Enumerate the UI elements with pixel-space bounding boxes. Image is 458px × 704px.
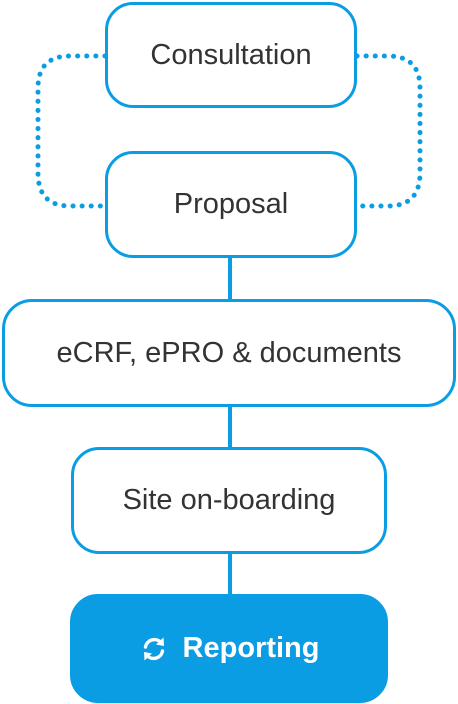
- step-consultation: Consultation: [105, 2, 357, 108]
- step-proposal: Proposal: [105, 151, 357, 258]
- step-ecrf-epro-documents: eCRF, ePRO & documents: [2, 299, 456, 407]
- step-label: Proposal: [173, 188, 289, 220]
- step-site-onboarding: Site on-boarding: [71, 447, 387, 554]
- step-reporting: Reporting: [70, 594, 388, 703]
- loop-right-dotted: [354, 53, 423, 209]
- loop-left-dotted: [35, 53, 108, 209]
- step-label: eCRF, ePRO & documents: [56, 336, 402, 369]
- step-label: Site on-boarding: [122, 484, 336, 516]
- step-label: Reporting: [182, 632, 320, 664]
- refresh-icon: [139, 634, 169, 664]
- step-label: Consultation: [150, 38, 312, 71]
